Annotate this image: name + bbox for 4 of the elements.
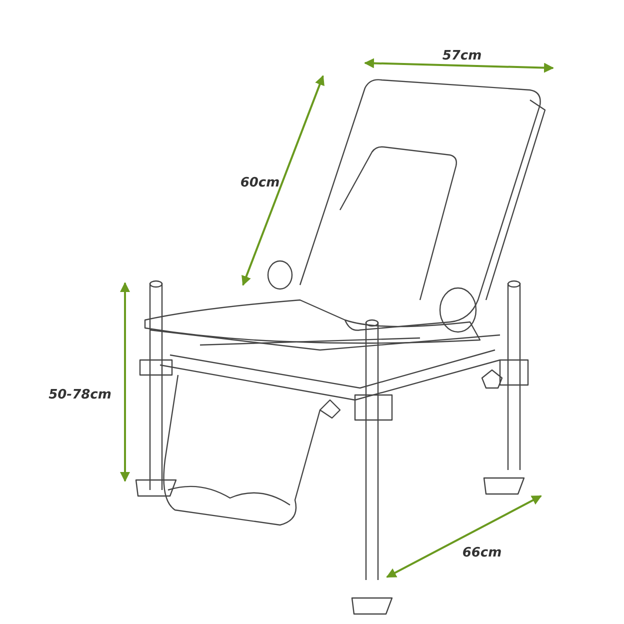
dimension-label: 50-78cm <box>48 388 112 402</box>
dimension-label: 57cm <box>442 48 482 64</box>
dimension-label: 66cm <box>462 546 502 560</box>
dimension-label: 60cm <box>240 176 280 190</box>
